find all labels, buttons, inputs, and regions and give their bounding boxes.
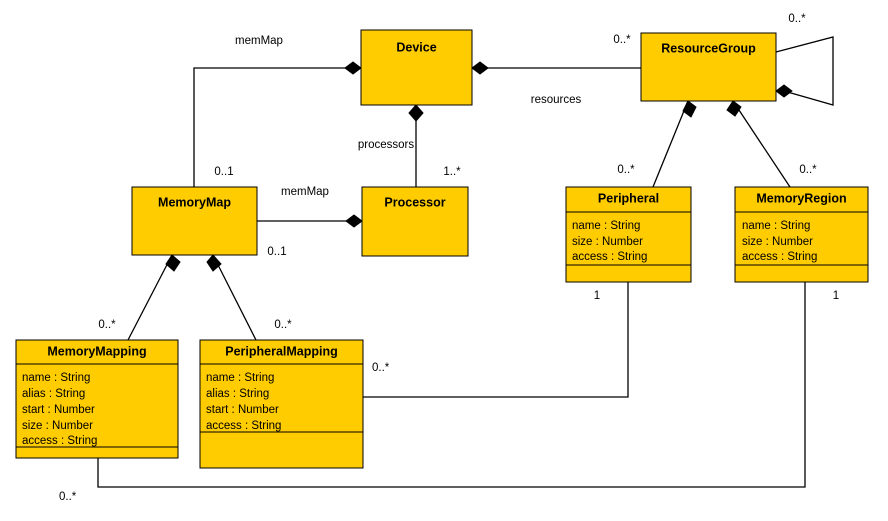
edge-memorymap-memorymapping[interactable] xyxy=(127,254,181,341)
class-box-rect xyxy=(361,186,469,257)
edge-line xyxy=(212,254,257,341)
edge-device-resources-resourcegroup[interactable] xyxy=(471,61,641,75)
edge-role-label-memmap-top: memMap xyxy=(235,35,283,47)
class-attribute: name : String xyxy=(572,220,640,232)
multiplicity-peripheralmapping-out: 0..* xyxy=(372,362,390,374)
edge-line xyxy=(775,36,834,106)
composition-diamond-icon xyxy=(726,100,742,117)
edge-line xyxy=(193,67,361,187)
class-attribute: access : String xyxy=(206,420,281,432)
edge-resourcegroup-memoryregion[interactable] xyxy=(726,100,791,188)
edge-line xyxy=(363,282,629,398)
composition-diamond-icon xyxy=(682,100,697,118)
class-box-memorymap[interactable]: MemoryMap xyxy=(131,186,258,256)
composition-diamond-icon xyxy=(471,61,489,75)
edge-device-memmap-memorymap[interactable] xyxy=(193,61,362,187)
class-box-resourcegroup[interactable]: ResourceGroup xyxy=(640,32,777,102)
class-attribute: alias : String xyxy=(206,388,269,400)
class-name-memorymapping: MemoryMapping xyxy=(47,344,146,358)
class-box-device[interactable]: Device xyxy=(360,29,473,106)
edge-line xyxy=(127,254,173,341)
composition-diamond-icon xyxy=(345,214,363,228)
multiplicity-memoryregion-resourcegroup: 0..* xyxy=(799,164,817,176)
class-attribute: size : Number xyxy=(742,236,813,248)
class-name-peripheral: Peripheral xyxy=(598,191,659,205)
class-attribute: access : String xyxy=(572,251,647,263)
class-box-peripheral[interactable]: Peripheral name : String size : Number a… xyxy=(565,186,692,283)
edge-role-label-resources: resources xyxy=(531,94,582,106)
class-name-peripheralmapping: PeripheralMapping xyxy=(225,344,338,358)
class-name-resourcegroup: ResourceGroup xyxy=(661,41,756,55)
multiplicity-resourcegroup-self: 0..* xyxy=(788,13,806,25)
class-attribute: start : Number xyxy=(206,404,279,416)
class-box-rect xyxy=(734,186,869,283)
edge-resourcegroup-self-loop[interactable] xyxy=(775,36,834,106)
multiplicity-processors: 1..* xyxy=(443,166,461,178)
edge-role-label-processors: processors xyxy=(358,139,414,151)
composition-diamond-icon xyxy=(408,104,424,122)
edge-role-label-memmap-mid: memMap xyxy=(281,186,329,198)
class-name-processor: Processor xyxy=(384,195,445,209)
multiplicity-peripheralmapping: 0..* xyxy=(274,319,292,331)
edge-peripheralmapping-peripheral[interactable] xyxy=(363,282,629,398)
edge-memorymap-peripheralmapping[interactable] xyxy=(206,254,257,341)
multiplicity-memorymapping: 0..* xyxy=(98,319,116,331)
class-name-memorymap: MemoryMap xyxy=(158,195,231,209)
multiplicity-memmap-top: 0..1 xyxy=(214,166,233,178)
class-box-memoryregion[interactable]: MemoryRegion name : String size : Number… xyxy=(734,186,869,283)
class-box-memorymapping[interactable]: MemoryMapping name : String alias : Stri… xyxy=(15,339,179,459)
class-box-rect xyxy=(15,339,179,459)
multiplicity-memoryregion-one: 1 xyxy=(833,290,839,302)
multiplicity-memmap-bottom: 0..1 xyxy=(267,246,286,258)
multiplicity-peripheral-one: 1 xyxy=(594,290,600,302)
class-box-peripheralmapping[interactable]: PeripheralMapping name : String alias : … xyxy=(199,339,364,469)
edge-resourcegroup-peripheral[interactable] xyxy=(652,100,697,188)
class-name-device: Device xyxy=(396,40,436,54)
class-attribute: size : Number xyxy=(572,236,643,248)
edge-memorymap-memmap-processor[interactable] xyxy=(257,214,363,228)
edge-device-processors-processor[interactable] xyxy=(408,104,424,187)
multiplicity-memorymapping-out: 0..* xyxy=(59,491,77,503)
multiplicity-peripheral-resourcegroup: 0..* xyxy=(617,164,635,176)
class-attribute: name : String xyxy=(22,372,90,384)
class-attribute: name : String xyxy=(206,372,274,384)
class-box-rect xyxy=(640,32,777,102)
class-attribute: access : String xyxy=(22,435,97,447)
class-box-rect xyxy=(565,186,692,283)
multiplicity-resources-source: 0..* xyxy=(613,34,631,46)
class-attribute: name : String xyxy=(742,220,810,232)
composition-diamond-icon xyxy=(165,254,181,272)
class-attribute: size : Number xyxy=(22,420,93,432)
class-attribute: start : Number xyxy=(22,404,95,416)
class-box-rect xyxy=(131,186,258,256)
class-box-rect xyxy=(199,339,364,469)
edge-line xyxy=(652,100,689,188)
class-name-memoryregion: MemoryRegion xyxy=(756,191,846,205)
class-attribute: alias : String xyxy=(22,388,85,400)
composition-diamond-icon xyxy=(206,254,222,272)
class-attribute: access : String xyxy=(742,251,817,263)
edge-memorymapping-memoryregion[interactable] xyxy=(97,282,806,488)
class-box-rect xyxy=(360,29,473,106)
composition-diamond-icon xyxy=(344,61,362,75)
edge-line xyxy=(97,282,806,488)
edge-line xyxy=(732,100,791,188)
class-box-processor[interactable]: Processor xyxy=(361,186,469,257)
composition-diamond-icon xyxy=(775,84,793,98)
